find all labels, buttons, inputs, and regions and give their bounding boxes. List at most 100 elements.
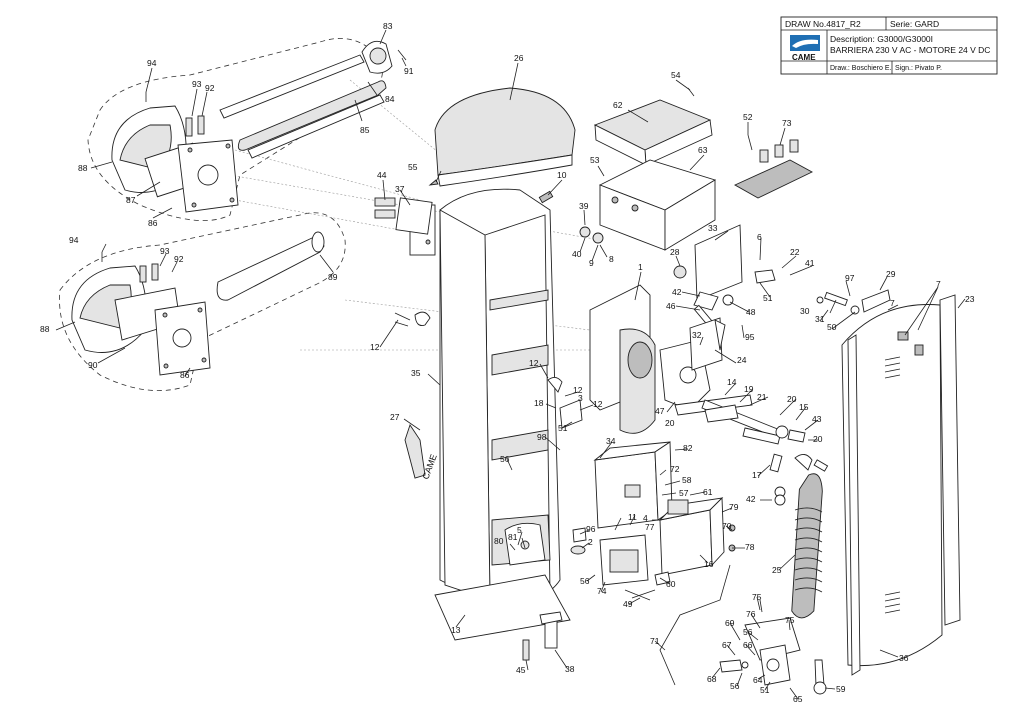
title-block: DRAW No.4817_R2 Serie: GARD Description:… — [780, 16, 998, 75]
part-label: 51 — [558, 423, 568, 433]
serie: Serie: GARD — [890, 19, 939, 29]
part-label: 39 — [579, 201, 589, 211]
part-label: 47 — [655, 406, 665, 416]
part-label: 42 — [672, 287, 682, 297]
part-label: 56 — [743, 627, 753, 637]
part-label: 56 — [500, 454, 510, 464]
part-label: 42 — [746, 494, 756, 504]
part-label: 12 — [370, 342, 380, 352]
part-label: 77 — [645, 522, 655, 532]
part-label: 29 — [886, 269, 896, 279]
cabinet: CAME — [404, 87, 576, 641]
part-label: 2 — [588, 537, 593, 547]
part-label: 58 — [682, 475, 692, 485]
part-label: 32 — [692, 330, 702, 340]
part-label: 64 — [753, 675, 763, 685]
part-label: 97 — [845, 273, 855, 283]
part-label: 80 — [494, 536, 504, 546]
part-label: 21 — [757, 392, 767, 402]
part-label: 51 — [763, 293, 773, 303]
part-label: 37 — [395, 184, 405, 194]
part-label: 84 — [385, 94, 395, 104]
part-label: 69 — [725, 618, 735, 628]
draw-number: DRAW No.4817_R2 — [785, 19, 861, 29]
part-label: 52 — [743, 112, 753, 122]
small-components — [374, 190, 891, 601]
part-label: 31 — [815, 314, 825, 324]
description-line-1: Description: G3000/G3000I — [830, 34, 933, 44]
part-label: 1 — [638, 262, 643, 272]
part-label: 74 — [597, 586, 607, 596]
part-label: 15 — [799, 402, 809, 412]
lower-mechanisms — [522, 453, 829, 695]
spring-coils — [794, 507, 823, 593]
part-label: 82 — [683, 443, 693, 453]
part-label: 88 — [78, 163, 88, 173]
part-label: 95 — [745, 332, 755, 342]
control-box — [593, 87, 813, 251]
part-label: 13 — [451, 625, 461, 635]
part-label: 17 — [752, 470, 762, 480]
part-label: 46 — [666, 301, 676, 311]
part-label: 16 — [704, 559, 714, 569]
part-label: 27 — [390, 412, 400, 422]
drawn-by: Draw.: Boschiero E. — [830, 65, 892, 72]
signed-by: Sign.: Pivato P. — [895, 65, 942, 72]
part-label: 75 — [785, 615, 795, 625]
part-label: 41 — [805, 258, 815, 268]
part-label: 24 — [737, 355, 747, 365]
part-label: 83 — [383, 21, 393, 31]
part-label: 22 — [790, 247, 800, 257]
part-label: 20 — [787, 394, 797, 404]
part-label: 96 — [586, 524, 596, 534]
lower-arm-mount — [71, 231, 325, 376]
part-label: 45 — [516, 665, 526, 675]
part-label: 70 — [722, 521, 732, 531]
part-label: 35 — [411, 368, 421, 378]
part-label: 19 — [744, 384, 754, 394]
came-logo: CAME — [790, 35, 820, 62]
part-label: 72 — [670, 464, 680, 474]
logo-text: CAME — [792, 53, 816, 62]
part-label: 66 — [743, 640, 753, 650]
part-label: 94 — [147, 58, 157, 68]
part-label: 87 — [126, 195, 136, 205]
description-line-2: BARRIERA 230 V AC - MOTORE 24 V DC — [830, 45, 990, 55]
part-label: 93 — [160, 246, 170, 256]
part-label: 54 — [671, 70, 681, 80]
part-label: 86 — [180, 370, 190, 380]
part-label: 48 — [746, 307, 756, 317]
part-label: 57 — [679, 488, 689, 498]
part-label: 91 — [404, 66, 414, 76]
part-label: 89 — [328, 272, 338, 282]
part-label: 33 — [708, 223, 718, 233]
part-label: 67 — [722, 640, 732, 650]
part-label: 20 — [665, 418, 675, 428]
part-label: 71 — [650, 636, 660, 646]
part-labels: 83 91 26 94 93 92 84 85 88 87 86 54 62 5… — [40, 21, 975, 704]
part-label: 26 — [514, 53, 524, 63]
part-label: 12 — [593, 399, 603, 409]
part-label: 20 — [813, 434, 823, 444]
part-label: 8 — [609, 254, 614, 264]
part-label: 9 — [589, 258, 594, 268]
part-label: 61 — [703, 487, 713, 497]
door-panel — [841, 294, 961, 676]
part-label: 44 — [377, 170, 387, 180]
part-label: 81 — [508, 532, 518, 542]
part-label: 30 — [800, 306, 810, 316]
part-label: 12 — [573, 385, 583, 395]
dashed-group-outlines — [59, 38, 601, 391]
part-label: 88 — [40, 324, 50, 334]
part-label: 53 — [590, 155, 600, 165]
part-label: 51 — [760, 685, 770, 695]
part-label: 43 — [812, 414, 822, 424]
part-label: 73 — [782, 118, 792, 128]
leader-lines — [55, 29, 966, 700]
part-label: 38 — [565, 664, 575, 674]
part-label: 49 — [623, 599, 633, 609]
part-label: 12 — [529, 358, 539, 368]
part-label: 34 — [606, 436, 616, 446]
part-label: 93 — [192, 79, 202, 89]
